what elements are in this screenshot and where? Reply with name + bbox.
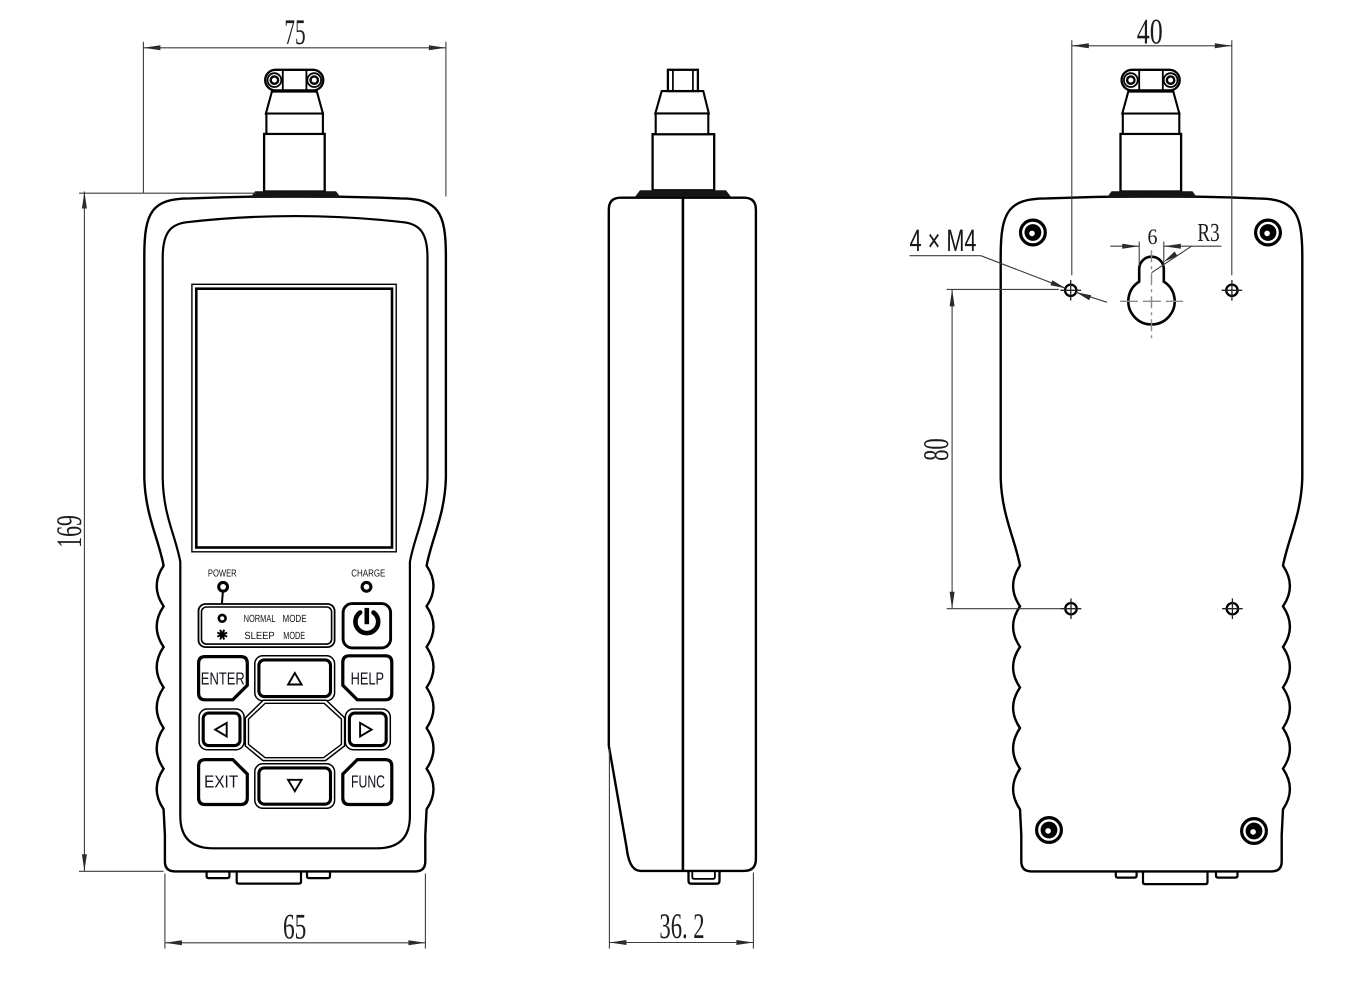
svg-text:ENTER: ENTER (201, 668, 245, 688)
svg-text:169: 169 (49, 515, 89, 548)
svg-text:MODE: MODE (283, 631, 305, 642)
svg-text:6: 6 (1148, 224, 1158, 249)
svg-text:40: 40 (1137, 12, 1163, 52)
svg-text:4 × M4: 4 × M4 (910, 223, 977, 258)
svg-text:SLEEP: SLEEP (244, 631, 274, 642)
svg-text:65: 65 (283, 907, 306, 947)
svg-text:80: 80 (916, 438, 956, 461)
svg-text:EXIT: EXIT (204, 771, 238, 791)
svg-text:36. 2: 36. 2 (659, 906, 704, 946)
svg-text:75: 75 (284, 12, 305, 52)
svg-text:MODE: MODE (283, 614, 307, 625)
svg-text:CHARGE: CHARGE (351, 568, 385, 579)
svg-text:FUNC: FUNC (351, 771, 385, 791)
svg-text:HELP: HELP (351, 668, 385, 688)
svg-text:R3: R3 (1197, 218, 1219, 247)
svg-text:POWER: POWER (208, 568, 237, 579)
svg-text:NORMAL: NORMAL (244, 614, 276, 625)
